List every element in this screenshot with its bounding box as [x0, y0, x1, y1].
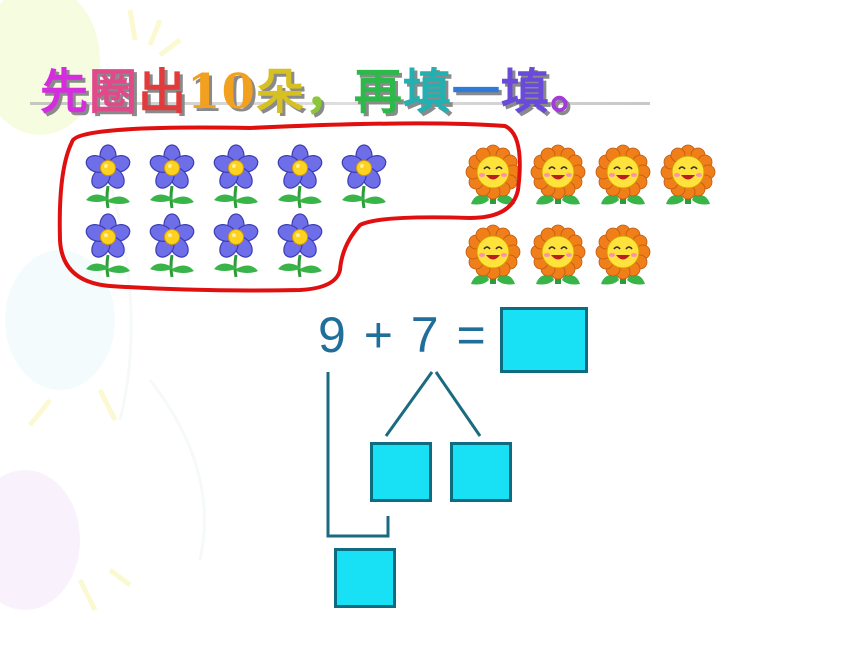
split-box-left[interactable] [370, 442, 432, 502]
title-char: 圈 [89, 64, 139, 120]
answer-box[interactable] [500, 307, 588, 373]
title-char: 。 [549, 64, 599, 120]
balloon-green-shape [0, 0, 100, 135]
title-char: 填 [402, 64, 452, 120]
page-title: 先圈出10朵，再填一填。 [40, 52, 599, 122]
title-char: 填 [500, 64, 550, 120]
equation-text: 9 + 7 = [318, 307, 488, 363]
title-shadow-line [30, 102, 650, 105]
title-char: 朵 [255, 64, 305, 120]
title-char: 出 [138, 64, 188, 120]
balloon-purple-shape [0, 470, 80, 610]
title-char: ， [304, 64, 354, 120]
sum-ten-box[interactable] [334, 548, 396, 608]
title-char: 先 [40, 64, 90, 120]
title-char: 再 [353, 64, 403, 120]
balloon-blue-shape [5, 250, 115, 390]
title-char: 10 [187, 64, 256, 120]
title-char: 一 [451, 64, 501, 120]
split-box-right[interactable] [450, 442, 512, 502]
